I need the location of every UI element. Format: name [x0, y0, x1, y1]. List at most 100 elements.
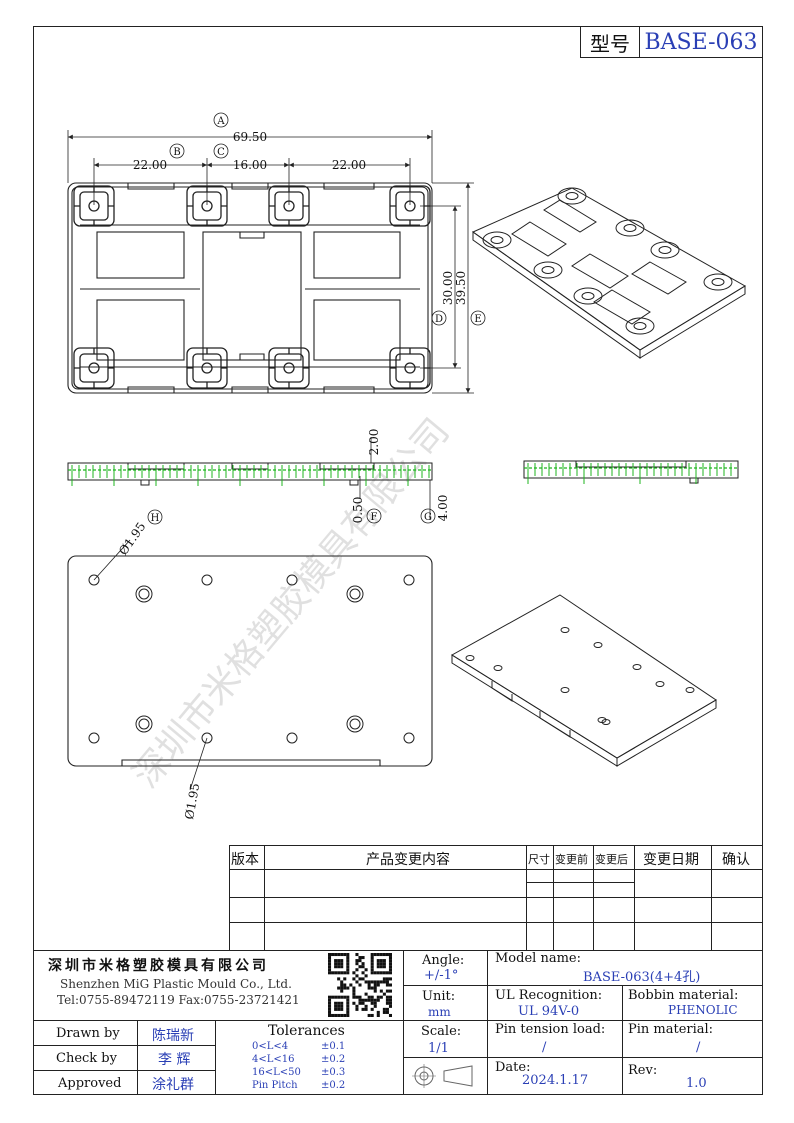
qr-cell — [355, 968, 359, 972]
qr-cell — [337, 995, 341, 999]
front-view-dimensions — [359, 437, 431, 520]
leader-hole-bottom — [189, 737, 208, 791]
qr-cell — [337, 971, 341, 975]
qr-cell — [382, 977, 386, 981]
company-name-cn: 深圳市米格塑胶模具有限公司 — [48, 958, 269, 974]
qr-cell — [340, 971, 344, 975]
iso-bottom-side-right — [616, 699, 717, 767]
qr-cell — [376, 980, 380, 984]
qr-cell — [370, 980, 374, 984]
scale-label: Scale: — [421, 1024, 462, 1039]
qr-cell — [388, 953, 392, 957]
angle-label: Angle: — [422, 953, 465, 968]
tolerance-value: ±0.1 — [321, 1041, 346, 1052]
qr-cell — [382, 965, 386, 969]
bottom-pin-hole — [403, 732, 415, 744]
qr-cell — [340, 986, 344, 990]
bottom-view-dimensions — [93, 539, 208, 791]
unit-value: mm — [428, 1005, 451, 1019]
qr-cell — [361, 956, 365, 960]
pin-sockets — [73, 185, 431, 389]
qr-cell — [373, 983, 377, 987]
qr-cell — [331, 953, 335, 957]
qr-cell — [331, 1013, 335, 1017]
pin-hole — [404, 362, 416, 374]
rev-col — [634, 845, 635, 950]
tolerance-range: 4<L<16 — [252, 1054, 295, 1065]
qr-cell — [361, 977, 365, 981]
front-view-outline — [67, 462, 433, 481]
tb-col — [137, 1020, 138, 1095]
side-view-outline — [523, 460, 739, 479]
qr-cell — [346, 971, 350, 975]
qr-cell — [370, 1001, 374, 1005]
qr-cell — [358, 983, 362, 987]
balloon-H — [147, 509, 163, 525]
iso-bottom-hole — [560, 687, 570, 693]
qr-cell — [334, 1001, 338, 1005]
qr-cell — [379, 995, 383, 999]
qr-cell — [385, 971, 389, 975]
qr-cell — [358, 1001, 362, 1005]
rev-col — [711, 845, 712, 950]
balloon-B-text: B — [173, 147, 180, 158]
iso-bottom-hole — [560, 627, 570, 633]
company-name-en: Shenzhen MiG Plastic Mould Co., Ltd. — [60, 977, 292, 991]
bobbin-value: PHENOLIC — [668, 1003, 738, 1017]
iso-bottom-hole — [465, 655, 475, 661]
qr-cell — [346, 953, 350, 957]
qr-cell — [358, 977, 362, 981]
iso-pin-socket — [615, 219, 645, 237]
model-label-cell: 型号 — [580, 26, 640, 58]
qr-cell — [334, 953, 338, 957]
model-name-label: Model name: — [495, 951, 581, 966]
sheet-border — [33, 26, 763, 1095]
iso-pin-socket — [625, 317, 655, 335]
iso-bottom-side-left — [451, 654, 618, 767]
qr-cell — [385, 1010, 389, 1014]
qr-cell — [343, 995, 347, 999]
notch-top — [239, 232, 265, 239]
qr-cell — [364, 998, 368, 1002]
model-code: BASE-063 — [644, 29, 758, 55]
qr-cell — [388, 956, 392, 960]
qr-cell — [346, 962, 350, 966]
iso-window — [631, 261, 687, 295]
iso-bottom-holes — [465, 627, 695, 725]
iso-bottom-hole — [685, 687, 695, 693]
qr-cell — [373, 989, 377, 993]
qr-cell — [337, 959, 341, 963]
qr-cell — [337, 1013, 341, 1017]
bottom-boss — [346, 715, 364, 733]
iso-pin-socket — [650, 241, 680, 259]
qr-cell — [382, 971, 386, 975]
balloon-F-text: F — [371, 512, 378, 523]
tolerance-value: ±0.2 — [321, 1080, 346, 1091]
qr-cell — [385, 989, 389, 993]
qr-cell — [334, 1013, 338, 1017]
qr-cell — [379, 971, 383, 975]
qr-cell — [328, 956, 332, 960]
qr-cell — [328, 965, 332, 969]
qr-cell — [340, 1013, 344, 1017]
tolerances-label: Tolerances — [268, 1023, 345, 1039]
qr-cell — [340, 1004, 344, 1008]
date-label: Date: — [495, 1060, 531, 1075]
qr-cell — [346, 965, 350, 969]
rev-col — [593, 845, 594, 950]
bobbin-label: Bobbin material: — [628, 988, 739, 1003]
rev-line — [526, 882, 634, 883]
qr-cell — [340, 1007, 344, 1011]
bottom-step — [121, 759, 381, 766]
iso-pin-socket — [557, 187, 587, 205]
qr-cell — [364, 992, 368, 996]
qr-cell — [367, 986, 371, 990]
qr-code-icon — [328, 953, 392, 1017]
projection-symbol-icon — [412, 1064, 473, 1088]
angle-value: +/-1° — [424, 968, 459, 983]
qr-cell — [376, 959, 380, 963]
rev-col — [526, 845, 527, 950]
iso-pin-hole — [633, 322, 647, 330]
tb-line — [33, 1045, 215, 1046]
qr-cell — [328, 1013, 332, 1017]
